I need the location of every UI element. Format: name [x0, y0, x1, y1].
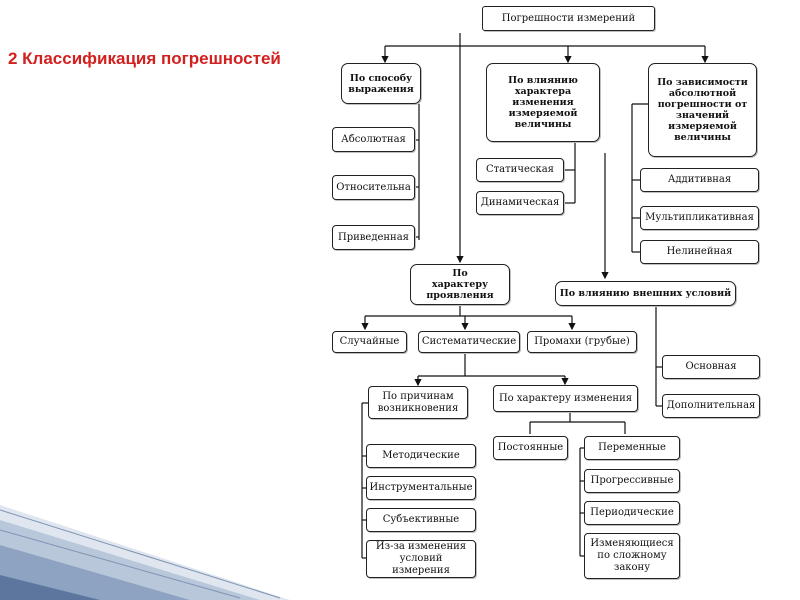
- node-main: Основная: [662, 355, 760, 379]
- slide-title: 2 Классификация погрешностей: [8, 49, 281, 68]
- node-by-expression: По способу выражения: [341, 63, 421, 104]
- node-additive: Аддитивная: [640, 168, 759, 192]
- node-relative: Относительна: [332, 175, 415, 200]
- node-absolute: Абсолютная: [332, 127, 415, 152]
- node-by-causes: По причинам возникновения: [368, 386, 468, 419]
- node-conditions: Из-за изменения условий измерения: [366, 540, 476, 578]
- node-by-manifestation: По характеру проявления: [410, 264, 510, 305]
- node-root: Погрешности измерений: [482, 6, 655, 31]
- node-complex-law: Изменяющиеся по сложному закону: [584, 533, 680, 579]
- node-additional: Дополнительная: [662, 394, 760, 418]
- node-systematic: Систематические: [418, 331, 520, 353]
- node-instrumental: Инструментальные: [366, 476, 476, 500]
- node-gross: Промахи (грубые): [527, 331, 637, 353]
- node-progressive: Прогрессивные: [584, 469, 680, 493]
- node-by-influence-change: По влиянию характера изменения измеряемо…: [486, 63, 600, 142]
- node-methodical: Методические: [366, 444, 476, 468]
- node-random: Случайные: [332, 331, 407, 353]
- node-constant: Постоянные: [493, 436, 568, 460]
- node-by-dependence: По зависимости абсолютной погрешности от…: [648, 63, 757, 157]
- node-static: Статическая: [476, 158, 564, 182]
- node-nonlinear: Нелинейная: [640, 240, 759, 264]
- node-multiplicative: Мультипликативная: [640, 206, 759, 230]
- node-by-change-character: По характеру изменения: [493, 385, 638, 412]
- node-periodic: Периодические: [584, 501, 680, 525]
- node-subjective: Субъективные: [366, 508, 476, 532]
- node-variable: Переменные: [584, 436, 680, 460]
- node-by-external: По влиянию внешних условий: [555, 281, 736, 306]
- node-dynamic: Динамическая: [476, 191, 564, 215]
- node-reduced: Приведенная: [332, 225, 415, 250]
